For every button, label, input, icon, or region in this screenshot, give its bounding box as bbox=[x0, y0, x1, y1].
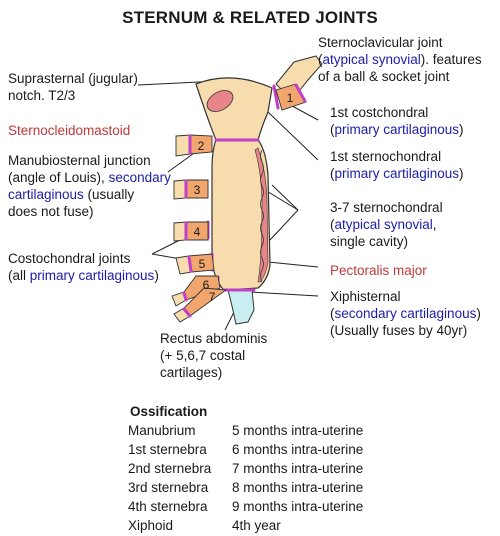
leader-sc-c bbox=[269, 209, 299, 241]
ossification-part: 4th sternebra bbox=[128, 499, 208, 514]
ossification-part: Manubrium bbox=[128, 423, 196, 438]
rib-number-7: 7 bbox=[209, 290, 216, 304]
rib-number-3: 3 bbox=[194, 183, 201, 197]
label-rectus: Rectus abdominis (+ 5,6,7 costal cartila… bbox=[160, 331, 268, 380]
sternum-wavy-line bbox=[260, 149, 264, 283]
label-xiphisternal: Xiphisternal (secondary cartilaginous) (… bbox=[330, 289, 481, 338]
ossification-part: 3rd sternebra bbox=[128, 480, 209, 495]
ossification-part: 2nd sternebra bbox=[128, 461, 212, 476]
rib-number-5: 5 bbox=[199, 257, 206, 271]
manubrium-shape bbox=[195, 77, 273, 141]
ossification-table: Manubrium 5 months intra-uterine 1st stern… bbox=[128, 422, 363, 536]
ossification-time: 8 months intra-uterine bbox=[232, 480, 364, 495]
leader-first-sternochondral bbox=[267, 111, 319, 161]
label-pectoralis: Pectoralis major bbox=[330, 263, 427, 278]
rib-number-2: 2 bbox=[198, 139, 205, 153]
label-manubriosternal: Manubiosternal junction (angle of Louis)… bbox=[8, 153, 171, 219]
ossification-row: 2nd sternebra 7 months intra-uterine bbox=[128, 460, 363, 479]
ossification-time: 7 months intra-uterine bbox=[232, 461, 364, 476]
cc-joint-1 bbox=[294, 83, 307, 103]
ossification-time: 4th year bbox=[232, 518, 281, 533]
ossification-part: Xiphoid bbox=[128, 518, 174, 533]
cartilage-7 bbox=[183, 287, 228, 317]
rib-number-6: 6 bbox=[203, 278, 210, 292]
ossification-row: Xiphoid 4th year bbox=[128, 517, 363, 536]
leader-pectoralis bbox=[267, 261, 319, 268]
sternum-body-shape bbox=[211, 139, 271, 291]
rib-number-1: 1 bbox=[287, 91, 294, 105]
cc-joint-7 bbox=[182, 307, 192, 318]
xiphoid-shape bbox=[227, 289, 255, 325]
ossification-time: 5 months intra-uterine bbox=[232, 423, 364, 438]
label-costochondral: Costochondral joints (all primary cartil… bbox=[8, 251, 159, 283]
cc-joint-6 bbox=[182, 291, 188, 302]
costochondral-joints bbox=[182, 83, 307, 318]
page-title: STERNUM & RELATED JOINTS bbox=[122, 8, 378, 27]
rib-number-4: 4 bbox=[194, 225, 201, 239]
label-suprasternal: Suprasternal (jugular) notch. T2/3 bbox=[8, 71, 138, 103]
rib-stub-3 bbox=[173, 179, 187, 200]
label-sternochondral-3-7: 3-7 sternochondral (atypical synovial, s… bbox=[330, 200, 443, 249]
ossification-row: 3rd sternebra 8 months intra-uterine bbox=[128, 479, 363, 498]
ossification-time: 9 months intra-uterine bbox=[232, 499, 364, 514]
sternocleidomastoid-attachment bbox=[206, 90, 234, 112]
ossification-row: Manubrium 5 months intra-uterine bbox=[128, 422, 363, 441]
ossification-time: 6 months intra-uterine bbox=[232, 442, 364, 457]
rib-stub-2 bbox=[175, 134, 191, 157]
cc-joint-5 bbox=[187, 255, 193, 273]
leader-sc-b bbox=[271, 184, 299, 211]
ossification-row: 1st sternebra 6 months intra-uterine bbox=[128, 441, 363, 460]
ossification-title: Ossification bbox=[130, 404, 208, 419]
ossification-row: 4th sternebra 9 months intra-uterine bbox=[128, 498, 363, 517]
label-first-costochondral: 1st costchondral (primary cartilaginous) bbox=[330, 105, 464, 137]
label-sternocleidomastoid: Sternocleidomastoid bbox=[8, 123, 131, 138]
leader-xiphisternal bbox=[249, 291, 319, 297]
sternoclavicular-joint bbox=[272, 84, 280, 110]
ossification-part: 1st sternebra bbox=[128, 442, 207, 457]
rib-stub-4 bbox=[173, 221, 187, 242]
label-sternoclavicular: Sternoclavicular joint (atypical synovia… bbox=[318, 35, 482, 84]
label-first-sternochondral: 1st sternochondral (primary cartilaginou… bbox=[330, 149, 464, 181]
